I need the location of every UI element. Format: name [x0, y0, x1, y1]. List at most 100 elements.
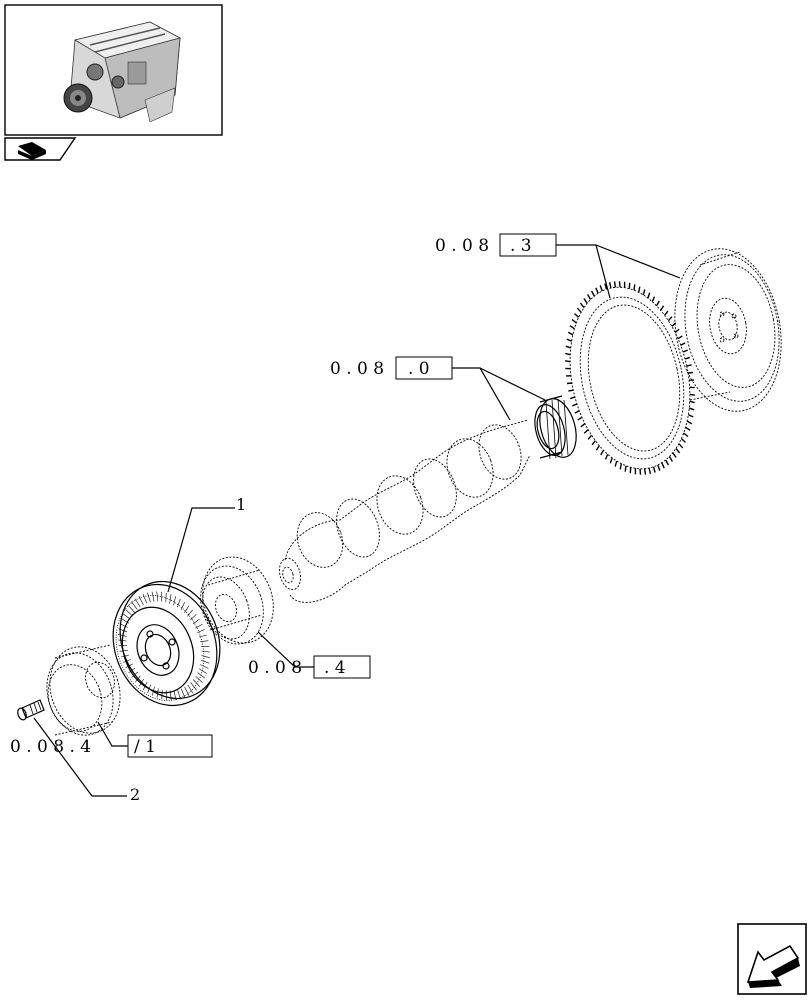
- ref-prefix: 0 . 0 8 . 4: [10, 737, 91, 757]
- next-page-arrow-icon[interactable]: [738, 924, 806, 994]
- gear-tooth: [681, 439, 685, 443]
- gear-tooth: [568, 332, 573, 335]
- damper-hatch: [128, 605, 135, 612]
- ref-callout-0080[interactable]: 0 . 0 8 . 0: [330, 357, 452, 379]
- ref-prefix: 0 . 0 8: [435, 236, 489, 256]
- damper-hatch: [193, 619, 199, 624]
- crankshaft-pulley: [37, 638, 131, 744]
- damper-hatch: [181, 602, 185, 610]
- gear-tooth: [684, 433, 688, 436]
- damper-hatch: [157, 592, 158, 602]
- damper-hatch: [200, 641, 208, 642]
- gear-tooth: [620, 464, 621, 470]
- gear-tooth: [577, 308, 581, 312]
- ref-box-label: . 4: [324, 658, 346, 678]
- engine-thumbnail[interactable]: [5, 5, 222, 135]
- ring-gear: [554, 276, 706, 480]
- damper-hatch: [202, 651, 210, 652]
- gear-tooth: [615, 281, 616, 287]
- gear-tooth: [687, 421, 692, 424]
- damper-hatch: [199, 669, 207, 674]
- ref-callout-00841[interactable]: 0 . 0 8 . 4 / 1: [10, 735, 212, 757]
- gear-tooth: [610, 458, 612, 463]
- damper-hatch: [120, 650, 128, 651]
- damper-hatch: [131, 602, 137, 610]
- damper-hatch: [143, 594, 147, 603]
- damper-hatch: [170, 594, 171, 603]
- gear-tooth: [673, 453, 676, 458]
- gear-tooth: [688, 415, 693, 417]
- damper-hatch: [135, 599, 140, 608]
- gear-tooth: [657, 301, 660, 306]
- gear-tooth: [572, 320, 576, 323]
- gear-tooth: [681, 343, 686, 345]
- gear-tooth: [643, 289, 645, 295]
- gear-tooth: [575, 314, 579, 318]
- gear-tooth: [610, 282, 611, 288]
- damper-hatch: [202, 656, 210, 658]
- gear-tooth: [567, 339, 572, 341]
- vibration-damper[interactable]: [95, 566, 237, 721]
- ref-callout-0083[interactable]: 0 . 0 8 . 3: [435, 234, 556, 256]
- gear-tooth: [645, 469, 646, 475]
- gear-tooth: [676, 448, 680, 453]
- gear-tooth: [588, 295, 591, 300]
- gear-tooth: [669, 457, 672, 462]
- ref-prefix: 0 . 0 8: [330, 359, 384, 379]
- part-number-2: 2: [130, 785, 140, 804]
- gear-tooth: [679, 444, 683, 448]
- gear-tooth: [565, 361, 570, 362]
- damper-hatch: [198, 673, 205, 679]
- ref-box-label: / 1: [134, 737, 156, 757]
- gear-tooth: [596, 446, 599, 451]
- gear-tooth: [661, 306, 664, 311]
- ref-box-label: . 3: [510, 236, 532, 256]
- damper-hatch: [191, 682, 197, 690]
- screw[interactable]: [16, 700, 44, 721]
- gear-tooth: [685, 357, 690, 359]
- gear-tooth: [615, 461, 617, 467]
- gear-tooth: [570, 326, 575, 329]
- damper-hatch: [178, 690, 181, 700]
- damper-hatch: [201, 660, 209, 663]
- gear-tooth: [688, 373, 693, 374]
- gear-tooth: [588, 435, 592, 439]
- flywheel: [663, 240, 794, 420]
- ref-box-label: . 0: [408, 359, 430, 379]
- gear-tooth: [634, 284, 635, 290]
- gear-tooth: [687, 365, 692, 366]
- gear-tooth: [584, 430, 588, 434]
- gear-tooth: [625, 466, 626, 472]
- damper-hatch: [200, 665, 208, 669]
- damper-hatch: [188, 610, 193, 617]
- gear-tooth: [620, 281, 621, 287]
- part-number-1: 1: [236, 495, 246, 514]
- gear-tooth: [584, 299, 587, 304]
- book-stack-icon[interactable]: [5, 138, 75, 160]
- gear-tooth: [668, 317, 672, 321]
- gear-tooth: [658, 465, 660, 471]
- gear-tooth: [639, 287, 640, 293]
- gear-tooth: [690, 394, 695, 395]
- gear-tooth: [606, 454, 608, 459]
- gear-tooth: [689, 408, 694, 410]
- gear-tooth: [568, 390, 573, 391]
- gear-tooth: [649, 468, 650, 474]
- gear-tooth: [686, 427, 691, 430]
- gear-tooth: [640, 469, 641, 475]
- damper-hatch: [193, 680, 200, 687]
- damper-hatch: [190, 614, 196, 620]
- gear-tooth: [654, 467, 656, 473]
- gear-tooth: [581, 424, 585, 427]
- gear-tooth: [683, 350, 688, 352]
- gear-tooth: [652, 297, 654, 302]
- gear-tooth: [662, 463, 664, 469]
- damper-hatch: [196, 676, 203, 683]
- gear-tooth: [575, 411, 580, 413]
- gear-tooth: [665, 311, 668, 315]
- gear-tooth: [690, 401, 695, 402]
- gear-tooth: [678, 336, 682, 339]
- damper-hatch: [125, 609, 132, 616]
- gear-tooth: [567, 383, 572, 384]
